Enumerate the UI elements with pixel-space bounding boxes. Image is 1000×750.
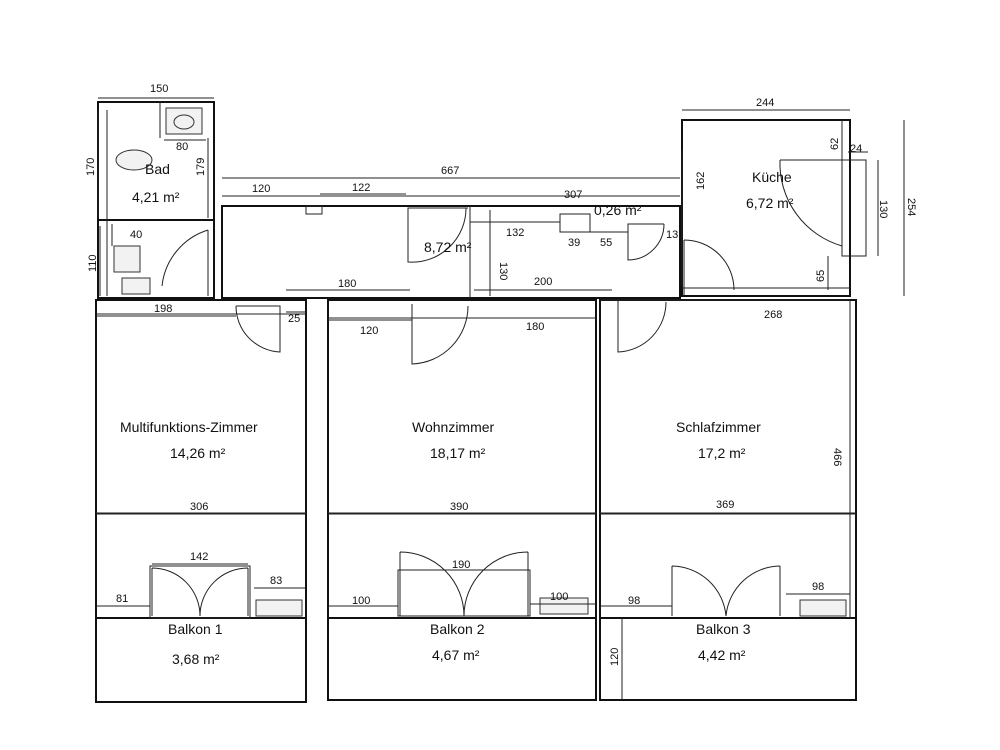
dim-label: 100 bbox=[550, 591, 568, 603]
kitchen-window-niche bbox=[841, 159, 867, 257]
dimension-labels: 150 80 170 179 40 110 667 120 122 307 13… bbox=[85, 83, 917, 666]
dim-label: 244 bbox=[756, 97, 774, 109]
dim-label: 100 bbox=[352, 595, 370, 607]
balcony-3-walls bbox=[599, 617, 857, 701]
room-area-kueche: 6,72 m² bbox=[746, 195, 794, 211]
dim-label: 122 bbox=[352, 182, 370, 194]
room-name-balkon-3: Balkon 3 bbox=[696, 621, 751, 637]
dim-label: 369 bbox=[716, 499, 734, 511]
sink-basin-icon bbox=[173, 114, 195, 130]
dim-label: 120 bbox=[360, 325, 378, 337]
dim-label: 120 bbox=[252, 183, 270, 195]
radiator-3-icon bbox=[799, 599, 847, 617]
room-labels: Bad 4,21 m² 8,72 m² 0,26 m² Küche 6,72 m… bbox=[120, 161, 794, 667]
dim-label: 179 bbox=[195, 158, 207, 176]
room-area-wohnzimmer: 18,17 m² bbox=[430, 445, 486, 461]
dim-label: 24 bbox=[850, 143, 862, 155]
dim-label: 65 bbox=[815, 270, 827, 282]
dim-label: 98 bbox=[628, 595, 640, 607]
toilet-icon bbox=[113, 245, 141, 273]
dim-label: 180 bbox=[338, 278, 356, 290]
bath-door bbox=[161, 229, 209, 296]
room-name-bad: Bad bbox=[145, 161, 170, 177]
dim-label: 268 bbox=[764, 309, 782, 321]
doors bbox=[149, 159, 843, 619]
dim-label: 110 bbox=[87, 254, 99, 272]
dim-label: 130 bbox=[877, 200, 889, 218]
dim-label: 162 bbox=[695, 172, 707, 190]
room-name-schlafzimmer: Schlafzimmer bbox=[676, 419, 761, 435]
room-name-kueche: Küche bbox=[752, 169, 792, 185]
hallway-walls bbox=[221, 205, 681, 299]
dim-label: 80 bbox=[176, 141, 188, 153]
room-area-balkon-3: 4,42 m² bbox=[698, 647, 746, 663]
balcony-2-door bbox=[399, 551, 529, 617]
room-name-wohnzimmer: Wohnzimmer bbox=[412, 419, 495, 435]
balcony-2-walls bbox=[327, 617, 597, 701]
dim-label: 83 bbox=[270, 575, 282, 587]
kitchen-entry-door bbox=[683, 239, 735, 296]
living-room-door bbox=[411, 304, 469, 365]
room-name-balkon-2: Balkon 2 bbox=[430, 621, 485, 637]
dim-label: 170 bbox=[85, 158, 97, 176]
room-area-balkon-2: 4,67 m² bbox=[432, 647, 480, 663]
dim-label: 98 bbox=[812, 581, 824, 593]
dim-label: 254 bbox=[905, 198, 917, 216]
dim-label: 13 bbox=[666, 229, 678, 241]
dim-label: 390 bbox=[450, 501, 468, 513]
dim-label: 307 bbox=[564, 189, 582, 201]
radiator-2-icon bbox=[539, 597, 589, 615]
dim-label: 40 bbox=[130, 229, 142, 241]
hallway-door-2 bbox=[627, 223, 665, 261]
room-area-bad: 4,21 m² bbox=[132, 189, 180, 205]
dim-label: 142 bbox=[190, 551, 208, 563]
dim-label: 150 bbox=[150, 83, 168, 95]
dimension-lines bbox=[96, 97, 905, 700]
room-name-balkon-1: Balkon 1 bbox=[168, 621, 223, 637]
dim-label: 39 bbox=[568, 237, 580, 249]
dim-label: 198 bbox=[154, 303, 172, 315]
bathtub-icon bbox=[115, 149, 153, 171]
dim-label: 25 bbox=[288, 313, 300, 325]
room-area-balkon-1: 3,68 m² bbox=[172, 651, 220, 667]
dim-label: 120 bbox=[609, 648, 621, 666]
bedroom-door bbox=[617, 300, 667, 353]
balcony-1-door-frame bbox=[149, 565, 251, 619]
dim-label: 306 bbox=[190, 501, 208, 513]
dim-label: 466 bbox=[831, 448, 843, 466]
room-area-closet: 0,26 m² bbox=[594, 202, 642, 218]
washbasin-icon bbox=[121, 277, 151, 295]
balcony-3-door bbox=[671, 565, 781, 617]
dim-label: 55 bbox=[600, 237, 612, 249]
dim-label: 132 bbox=[506, 227, 524, 239]
dim-label: 130 bbox=[497, 262, 509, 280]
hallway-door-1 bbox=[407, 207, 468, 263]
fixtures bbox=[113, 107, 847, 617]
kitchen-door bbox=[779, 159, 843, 247]
closet-box bbox=[559, 213, 591, 233]
dim-label: 81 bbox=[116, 593, 128, 605]
room-area-hallway: 8,72 m² bbox=[424, 239, 472, 255]
room-area-multi: 14,26 m² bbox=[170, 445, 226, 461]
multi-room-door bbox=[235, 305, 281, 353]
walls bbox=[95, 101, 867, 703]
room-name-multi: Multifunktions-Zimmer bbox=[120, 419, 258, 435]
balcony-1-door bbox=[151, 567, 249, 617]
shaft-box bbox=[305, 205, 323, 215]
dim-label: 180 bbox=[526, 321, 544, 333]
dim-label: 190 bbox=[452, 559, 470, 571]
dim-label: 667 bbox=[441, 165, 459, 177]
radiator-1-icon bbox=[255, 599, 303, 617]
dim-label: 62 bbox=[829, 138, 841, 150]
dim-label: 200 bbox=[534, 276, 552, 288]
room-area-schlafzimmer: 17,2 m² bbox=[698, 445, 746, 461]
